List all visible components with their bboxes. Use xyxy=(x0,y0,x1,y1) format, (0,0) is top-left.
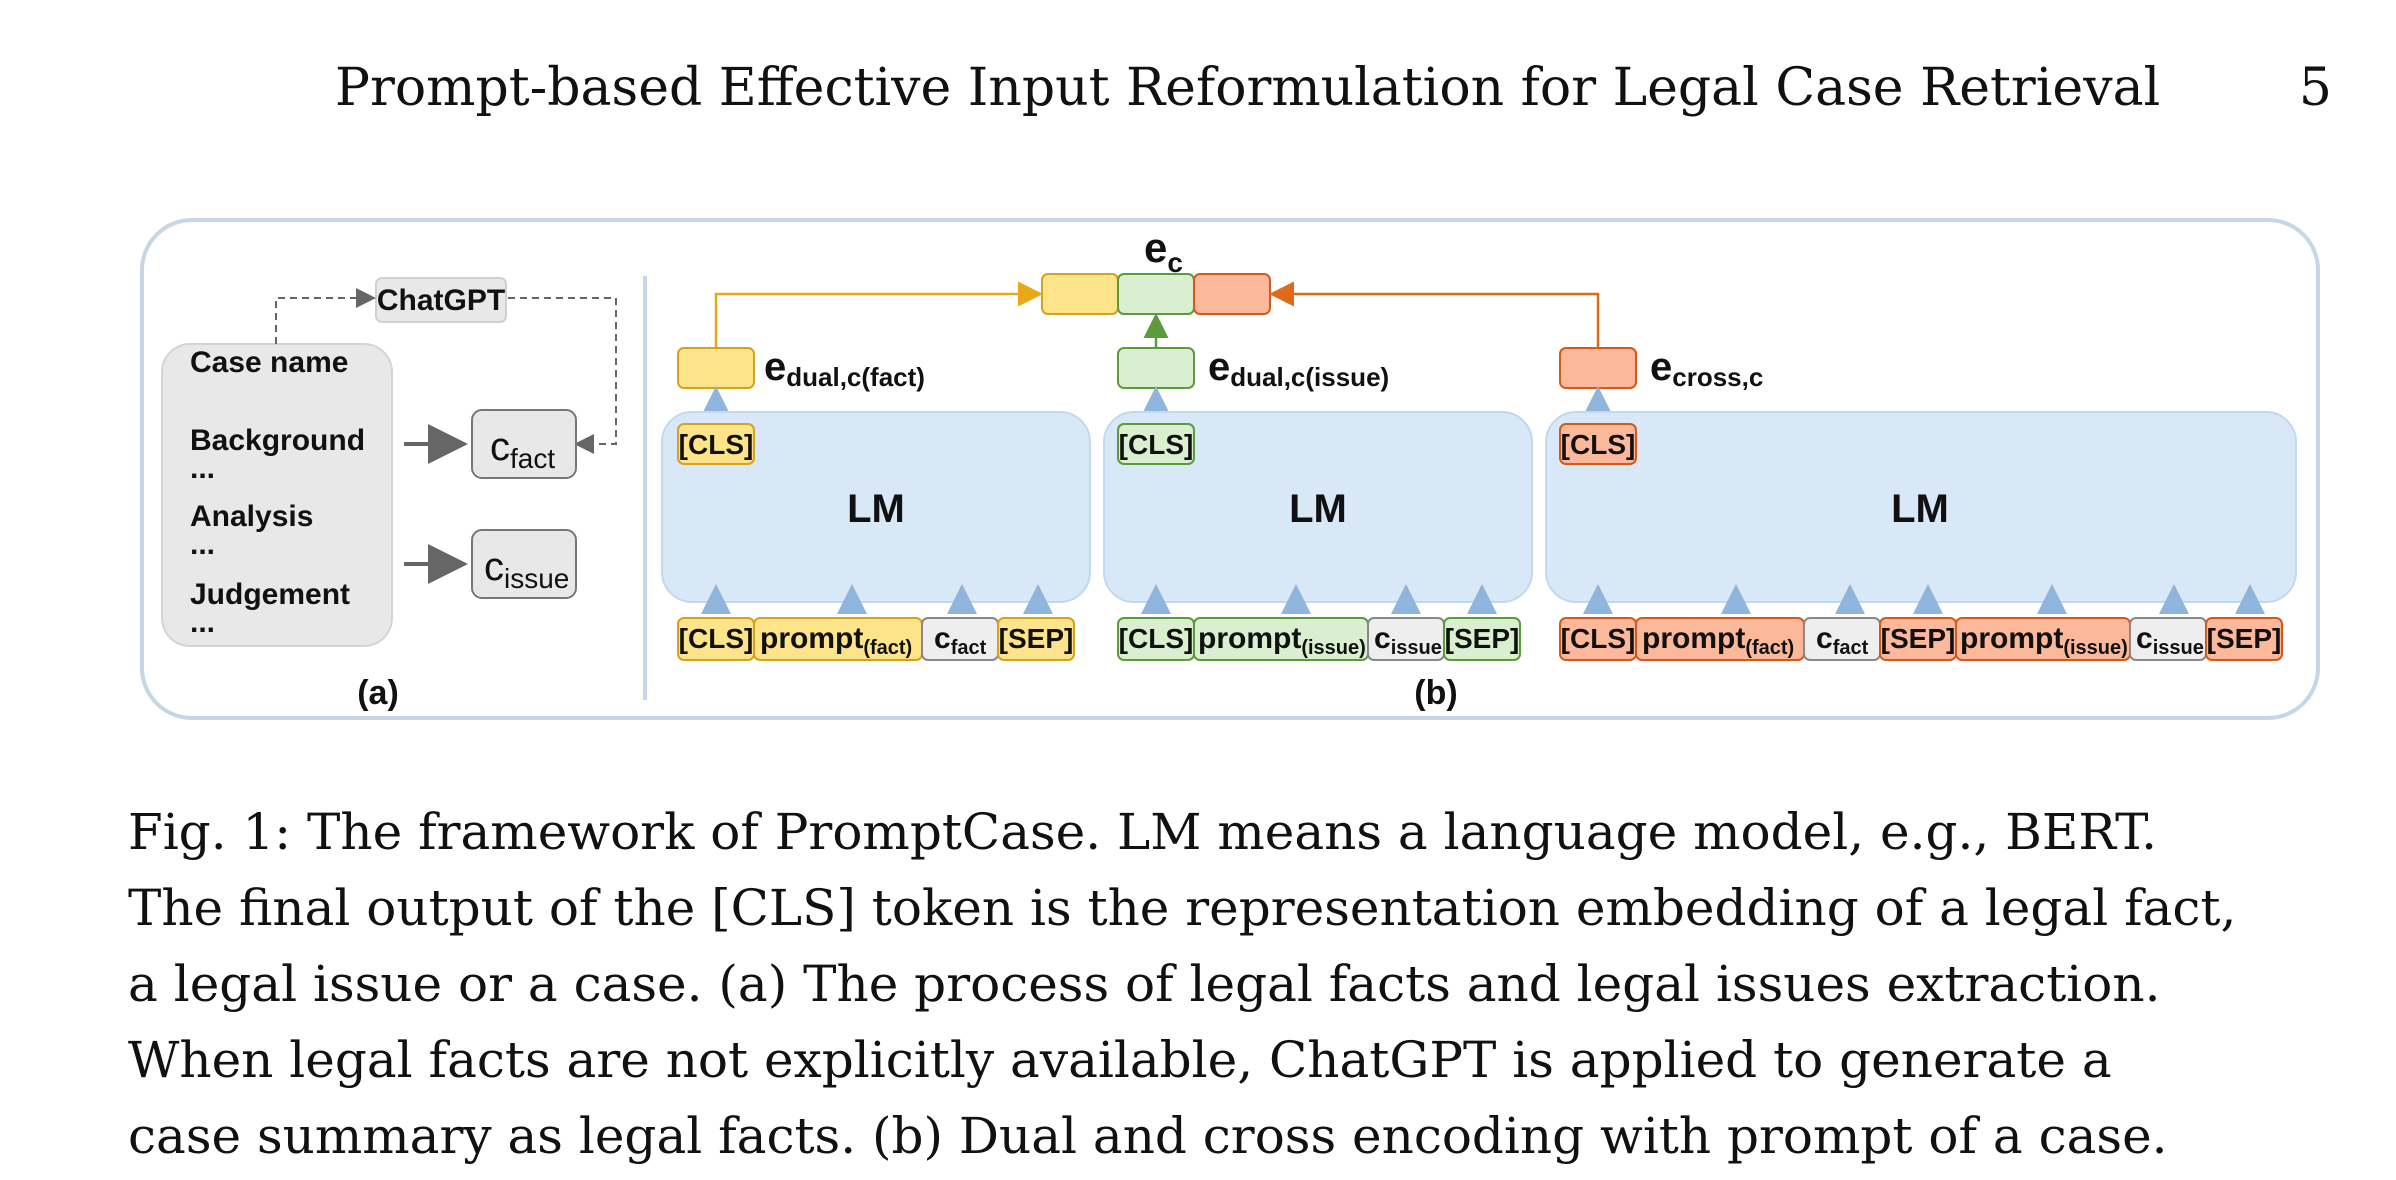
page-number: 5 xyxy=(2298,58,2332,118)
input-c-fact-label: cfact xyxy=(934,622,987,659)
input-cls-label: [CLS] xyxy=(1119,623,1194,654)
e-c-label: ec xyxy=(1144,224,1183,278)
input-sep-token xyxy=(1443,617,1521,661)
arrow-fact-to-ec xyxy=(714,281,1043,348)
input-sep-label: [SEP] xyxy=(2207,623,2282,654)
lm-label: LM xyxy=(1891,487,1949,531)
input-sep-label: [SEP] xyxy=(1881,623,1956,654)
running-title: Prompt-based Effective Input Reformulati… xyxy=(335,58,2161,118)
input-prompt-fact-label: prompt(fact) xyxy=(1642,622,1794,659)
input-c-fact-label: cfact xyxy=(1816,622,1869,659)
lm-label: LM xyxy=(1289,487,1347,531)
input-sep-token xyxy=(997,617,1075,661)
cls-token-label: [CLS] xyxy=(1119,429,1194,460)
input-prompt-issue-label: prompt(issue) xyxy=(1960,622,2128,659)
page-header: Prompt-based Effective Input Reformulati… xyxy=(0,58,2396,128)
case-field-ellipsis: ... xyxy=(190,606,215,639)
input-cls-label: [CLS] xyxy=(679,623,754,654)
c-issue-label: cissue xyxy=(484,545,569,594)
case-field-background: Background xyxy=(190,424,365,457)
c-fact-label: cfact xyxy=(490,425,555,474)
e-dual-fact-box xyxy=(677,347,755,389)
case-field-case-name: Case name xyxy=(190,346,348,379)
input-c-issue-label: cissue xyxy=(2136,622,2204,659)
case-field-ellipsis: ... xyxy=(190,452,215,485)
case-field-ellipsis: ... xyxy=(190,528,215,561)
cls-token-out xyxy=(1559,423,1637,465)
cls-token-out xyxy=(677,423,755,465)
panel-b-label: (b) xyxy=(1414,674,1457,712)
figure-caption: Fig. 1: The framework of PromptCase. LM … xyxy=(128,794,2338,1174)
panel-a: Case name Background ... Analysis ... Ju… xyxy=(161,277,617,712)
e-c-segment-cross xyxy=(1193,273,1271,315)
input-sep-token xyxy=(2205,617,2283,661)
arrow-cross-to-ec xyxy=(1269,281,1600,348)
cls-token-label: [CLS] xyxy=(1561,429,1636,460)
lm-box-dual-fact xyxy=(661,411,1091,603)
panel-b: ec edual,c(fact) [CLS] LM [CLS] prompt(f… xyxy=(661,224,2297,712)
caption-line: When legal facts are not explicitly avai… xyxy=(128,1031,2112,1089)
cls-token-out xyxy=(1117,423,1195,465)
cls-token-label: [CLS] xyxy=(679,429,754,460)
input-c-issue-label: cissue xyxy=(1374,622,1442,659)
input-cls-label: [CLS] xyxy=(1561,623,1636,654)
c-issue-box xyxy=(471,529,577,599)
e-cross-label: ecross,c xyxy=(1650,345,1763,392)
e-dual-fact-label: edual,c(fact) xyxy=(764,345,925,392)
caption-line: The final output of the [CLS] token is t… xyxy=(128,879,2237,937)
chatgpt-label: ChatGPT xyxy=(377,284,505,317)
caption-line: Fig. 1: The framework of PromptCase. LM … xyxy=(128,803,2158,861)
input-sep-label: [SEP] xyxy=(999,623,1074,654)
input-prompt-issue-label: prompt(issue) xyxy=(1198,622,1366,659)
chatgpt-box xyxy=(375,277,507,323)
e-dual-issue-box xyxy=(1117,347,1195,389)
dashed-arrow-case-to-chatgpt xyxy=(275,288,376,344)
case-field-judgement: Judgement xyxy=(190,578,350,611)
dashed-arrow-chatgpt-to-cfact xyxy=(508,297,617,454)
e-cross-box xyxy=(1559,347,1637,389)
input-prompt-fact-label: prompt(fact) xyxy=(760,622,912,659)
case-field-analysis: Analysis xyxy=(190,500,313,533)
input-sep-label: [SEP] xyxy=(1445,623,1520,654)
lm-label: LM xyxy=(847,487,905,531)
panel-a-label: (a) xyxy=(357,674,399,712)
lm-box-dual-issue xyxy=(1103,411,1533,603)
c-fact-box xyxy=(471,409,577,479)
caption-line: case summary as legal facts. (b) Dual an… xyxy=(128,1107,2168,1165)
e-dual-issue-label: edual,c(issue) xyxy=(1208,345,1389,392)
e-c-segment-fact xyxy=(1041,273,1119,315)
caption-line: a legal issue or a case. (a) The process… xyxy=(128,955,2161,1013)
e-c-segment-issue xyxy=(1117,273,1195,315)
